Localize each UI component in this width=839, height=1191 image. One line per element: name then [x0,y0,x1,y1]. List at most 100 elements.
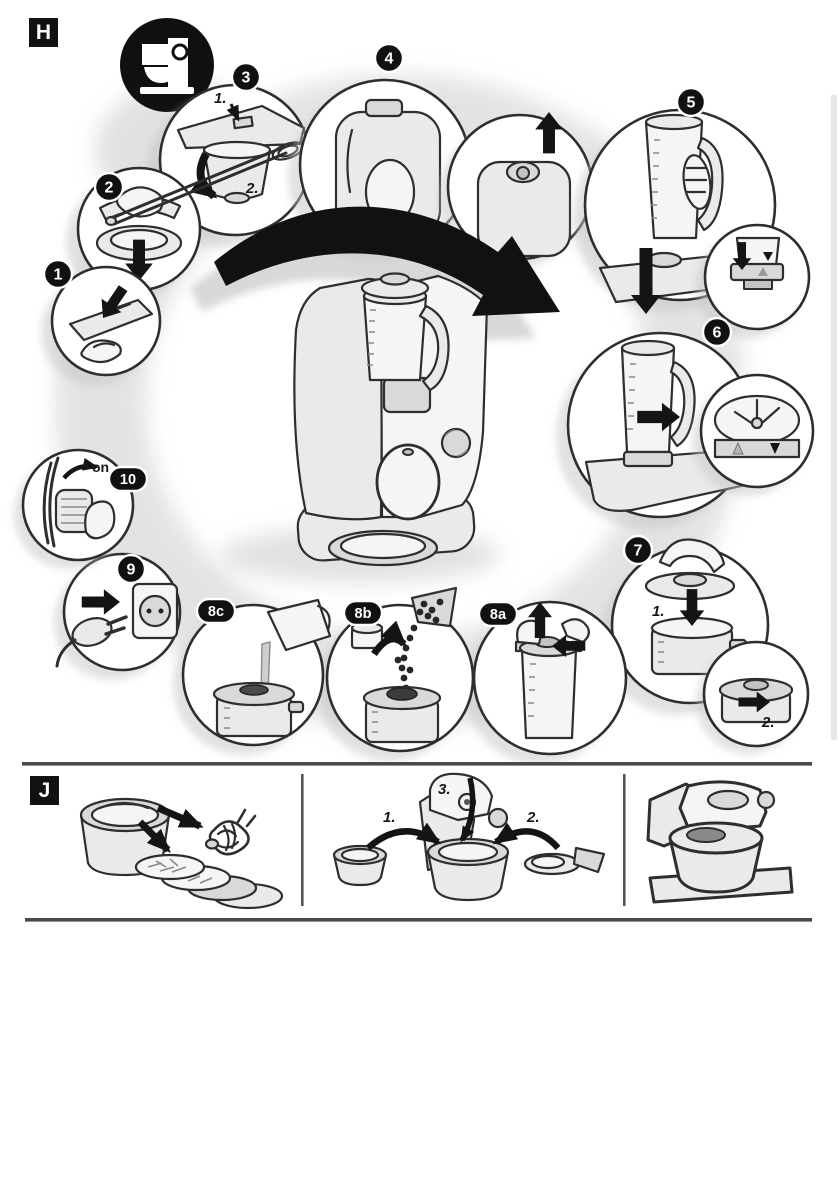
step-8c-illustration: 8c [173,597,332,755]
panel-divider [623,774,626,906]
panel-divider [301,774,304,906]
assembly-panel: 1. 2. 3. [332,772,606,902]
machine-body [293,277,385,521]
hand [682,154,712,210]
page-edge-shade [831,95,837,740]
svg-text:6: 6 [713,325,722,342]
substep-label: 1. [383,809,396,826]
step-7-badge: 7 [622,534,654,566]
hand [80,339,122,364]
substep-label: 2. [526,809,540,826]
storage-panel [79,797,284,910]
swing-down-arrow-icon [189,152,218,200]
front-panel [375,443,441,521]
svg-text:2: 2 [105,180,114,197]
step-1-badge: 1 [42,258,74,290]
curved-arrow-icon [365,822,442,851]
big-curved-arrow-icon [214,206,560,316]
align-mark-down-icon [763,252,773,261]
align-mark-up-icon [758,267,768,276]
svg-text:3: 3 [242,70,251,87]
step-6-illustration: 6 [556,316,815,529]
step-4-badge: 4 [373,42,405,74]
svg-text:9: 9 [127,562,136,579]
substep-label: 1. [652,603,665,620]
bottom-rule [25,918,812,922]
step-10-illustration: on 10 [14,448,149,569]
bowl-on-machine [426,837,510,902]
stored-machine-panel [646,780,794,904]
blender-jug [360,272,450,392]
section-j-illustrations: 1. 2. 3. [22,762,812,922]
step-8b-illustration: 8b [317,586,475,761]
curved-arrow-icon [492,822,561,851]
substep-label: 3. [438,781,451,798]
hand [658,538,726,574]
side-knob [440,427,472,459]
curved-arrow-icon [371,620,407,657]
hand [560,618,590,644]
top-rule [22,762,812,766]
svg-text:4: 4 [385,51,394,68]
blender-jug [514,636,583,740]
step-6-badge: 6 [701,316,733,348]
section-h-illustrations: 1. 2. 3 2 [14,18,837,762]
pouring-jug [266,598,332,652]
drive-cover [476,160,572,258]
bowl-on-machine [668,821,764,894]
svg-text:8a: 8a [490,607,507,623]
step-9-illustration: 9 [54,552,182,680]
step-1-illustration: 1 [41,258,162,386]
jug-handle [418,304,450,392]
step-9-badge: 9 [115,553,147,585]
blender-jug [644,113,724,240]
step-5-illustration: 5 [573,86,811,338]
step-8a-badge: 8a [477,600,519,628]
step-8a-illustration: 8a [464,600,628,762]
jug-handle [696,136,724,232]
step-7-illustration: 1. 2. 7 [600,534,810,754]
section-h-label: H [29,18,58,47]
cutter-bowl-with-lid [362,685,442,744]
blender-collar [382,376,432,414]
arrow-to-discs-icon [137,819,171,853]
substep-label: 2. [761,714,775,731]
whisk [204,808,257,856]
substep-label: 1. [214,90,227,107]
step-3-badge: 3 [230,61,262,93]
step-5-badge: 5 [675,86,707,118]
svg-text:1: 1 [54,267,63,284]
power-plug [55,615,128,668]
section-j-label: J [30,776,59,805]
svg-text:5: 5 [687,95,696,112]
lid-lock-detail: 2. [718,677,794,731]
step-8c-badge: 8c [195,597,237,625]
step-10-badge: 10 [107,465,149,493]
rotary-knob [54,488,94,534]
wall-socket [131,582,179,640]
jug-handle [669,360,696,448]
align-mark-up-icon [732,441,744,455]
align-mark-down-icon [770,443,780,454]
step-2-badge: 2 [93,171,125,203]
machine-pictogram-icon [120,18,214,112]
lid-and-pusher [523,846,606,876]
blender-jug [620,339,696,468]
small-bowl [332,844,388,887]
side-knob [756,790,776,810]
cutting-discs [134,853,284,910]
svg-text:10: 10 [120,472,136,488]
turn-on-arrow-icon [62,457,99,480]
step-8b-badge: 8b [342,599,384,627]
svg-text:8b: 8b [355,606,372,622]
kitchen-machine-illustration [293,272,489,567]
press-arrow-icon [226,103,240,122]
substep-label: 2. [245,180,259,197]
cutter-bowl-with-lid [212,681,305,738]
jug-base-detail [729,236,785,290]
finger [84,500,116,540]
svg-text:8c: 8c [208,604,224,620]
cable-into-bowl-arrow-icon [459,777,476,843]
jug-interior-detail [713,394,801,459]
